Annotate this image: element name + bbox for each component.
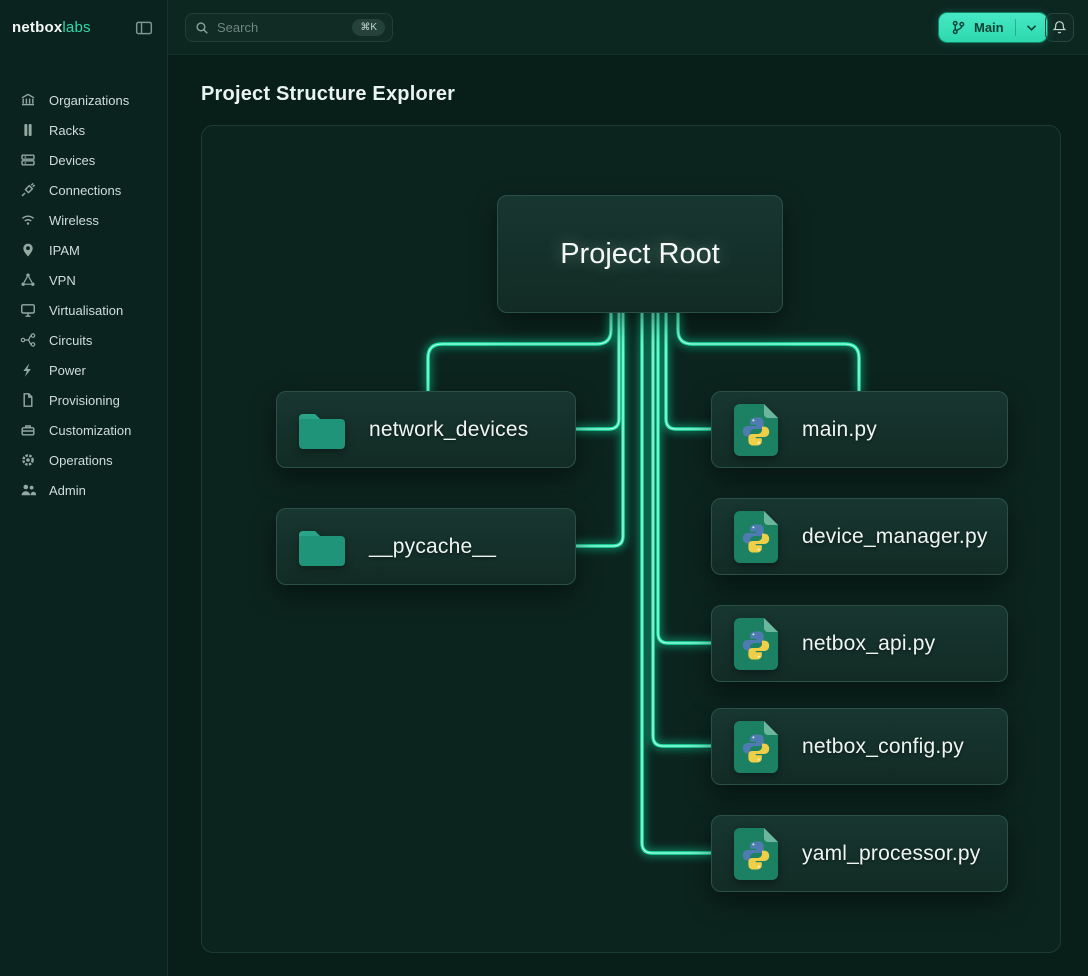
tree-node-folder[interactable]: network_devices bbox=[276, 391, 576, 468]
sidebar: netboxlabs Organizations Racks Devices C… bbox=[0, 0, 168, 976]
sidebar-item-customization[interactable]: Customization bbox=[0, 415, 167, 445]
node-label: yaml_processor.py bbox=[802, 841, 981, 865]
tree-node-file[interactable]: netbox_api.py bbox=[711, 605, 1008, 682]
git-branch-icon bbox=[952, 20, 965, 35]
ipam-icon bbox=[20, 242, 36, 258]
wireless-icon bbox=[20, 212, 36, 228]
notifications-button[interactable] bbox=[1045, 13, 1074, 42]
folder-icon bbox=[299, 528, 345, 566]
python-file-icon bbox=[734, 828, 778, 880]
tree-node-file[interactable]: device_manager.py bbox=[711, 498, 1008, 575]
sidebar-item-label: Organizations bbox=[49, 92, 130, 108]
node-label: Project Root bbox=[560, 237, 720, 270]
sidebar-item-provisioning[interactable]: Provisioning bbox=[0, 385, 167, 415]
operations-icon bbox=[20, 452, 36, 468]
sidebar-item-label: Power bbox=[49, 362, 86, 378]
python-file-icon bbox=[734, 618, 778, 670]
search-box[interactable]: ⌘K bbox=[185, 13, 393, 42]
sidebar-item-virtualisation[interactable]: Virtualisation bbox=[0, 295, 167, 325]
branch-selector-main[interactable]: Main bbox=[939, 13, 1015, 42]
sidebar-item-label: Virtualisation bbox=[49, 302, 124, 318]
chevron-down-icon[interactable] bbox=[1016, 13, 1047, 42]
sidebar-item-label: Devices bbox=[49, 152, 96, 168]
sidebar-item-label: IPAM bbox=[49, 242, 80, 258]
tree-node-file[interactable]: main.py bbox=[711, 391, 1008, 468]
sidebar-item-organizations[interactable]: Organizations bbox=[0, 85, 167, 115]
sidebar-item-label: Racks bbox=[49, 122, 86, 138]
provisioning-icon bbox=[20, 392, 36, 408]
sidebar-item-power[interactable]: Power bbox=[0, 355, 167, 385]
sidebar-item-connections[interactable]: Connections bbox=[0, 175, 167, 205]
organizations-icon bbox=[20, 92, 36, 108]
tree-node-folder[interactable]: __pycache__ bbox=[276, 508, 576, 585]
search-shortcut-badge: ⌘K bbox=[352, 19, 385, 36]
sidebar-item-racks[interactable]: Racks bbox=[0, 115, 167, 145]
search-icon bbox=[195, 21, 209, 35]
sidebar-item-circuits[interactable]: Circuits bbox=[0, 325, 167, 355]
branch-selector-button[interactable]: Main bbox=[939, 13, 1047, 42]
sidebar-item-vpn[interactable]: VPN bbox=[0, 265, 167, 295]
sidebar-item-ipam[interactable]: IPAM bbox=[0, 235, 167, 265]
sidebar-item-label: Connections bbox=[49, 182, 122, 198]
branch-button-divider bbox=[1014, 19, 1016, 36]
search-input[interactable] bbox=[217, 20, 345, 35]
node-label: __pycache__ bbox=[369, 534, 497, 558]
sidebar-item-wireless[interactable]: Wireless bbox=[0, 205, 167, 235]
circuits-icon bbox=[20, 332, 36, 348]
branch-label: Main bbox=[974, 20, 1004, 35]
sidebar-item-label: Circuits bbox=[49, 332, 93, 348]
node-label: network_devices bbox=[369, 417, 529, 441]
vpn-icon bbox=[20, 272, 36, 288]
sidebar-item-label: Operations bbox=[49, 452, 113, 468]
topbar: ⌘K Main bbox=[168, 0, 1088, 55]
sidebar-item-label: Admin bbox=[49, 482, 86, 498]
folder-icon bbox=[299, 411, 345, 449]
racks-icon bbox=[20, 122, 36, 138]
customization-icon bbox=[20, 422, 36, 438]
node-label: device_manager.py bbox=[802, 524, 988, 548]
tree-node-file[interactable]: netbox_config.py bbox=[711, 708, 1008, 785]
power-icon bbox=[20, 362, 36, 378]
sidebar-item-label: Wireless bbox=[49, 212, 99, 228]
brand-logo[interactable]: netboxlabs bbox=[12, 19, 91, 36]
page-title: Project Structure Explorer bbox=[201, 83, 456, 105]
devices-icon bbox=[20, 152, 36, 168]
python-file-icon bbox=[734, 404, 778, 456]
admin-icon bbox=[20, 482, 36, 498]
sidebar-item-admin[interactable]: Admin bbox=[0, 475, 167, 505]
node-label: netbox_config.py bbox=[802, 734, 964, 758]
panel-toggle-icon[interactable] bbox=[135, 19, 153, 37]
node-label: main.py bbox=[802, 417, 877, 441]
project-structure-canvas: Project Root network_devices __pycache__… bbox=[201, 125, 1061, 953]
sidebar-item-label: Customization bbox=[49, 422, 132, 438]
brand-secondary: labs bbox=[62, 19, 91, 36]
bell-icon bbox=[1052, 21, 1067, 34]
python-file-icon bbox=[734, 511, 778, 563]
sidebar-item-devices[interactable]: Devices bbox=[0, 145, 167, 175]
sidebar-item-operations[interactable]: Operations bbox=[0, 445, 167, 475]
sidebar-header: netboxlabs bbox=[0, 0, 167, 55]
tree-node-file[interactable]: yaml_processor.py bbox=[711, 815, 1008, 892]
sidebar-item-label: Provisioning bbox=[49, 392, 120, 408]
node-label: netbox_api.py bbox=[802, 631, 936, 655]
tree-node-project-root[interactable]: Project Root bbox=[497, 195, 783, 313]
sidebar-nav: Organizations Racks Devices Connections … bbox=[0, 55, 167, 505]
python-file-icon bbox=[734, 721, 778, 773]
connections-icon bbox=[20, 182, 36, 198]
brand-primary: netbox bbox=[12, 19, 63, 36]
sidebar-item-label: VPN bbox=[49, 272, 76, 288]
virtualisation-icon bbox=[20, 302, 36, 318]
